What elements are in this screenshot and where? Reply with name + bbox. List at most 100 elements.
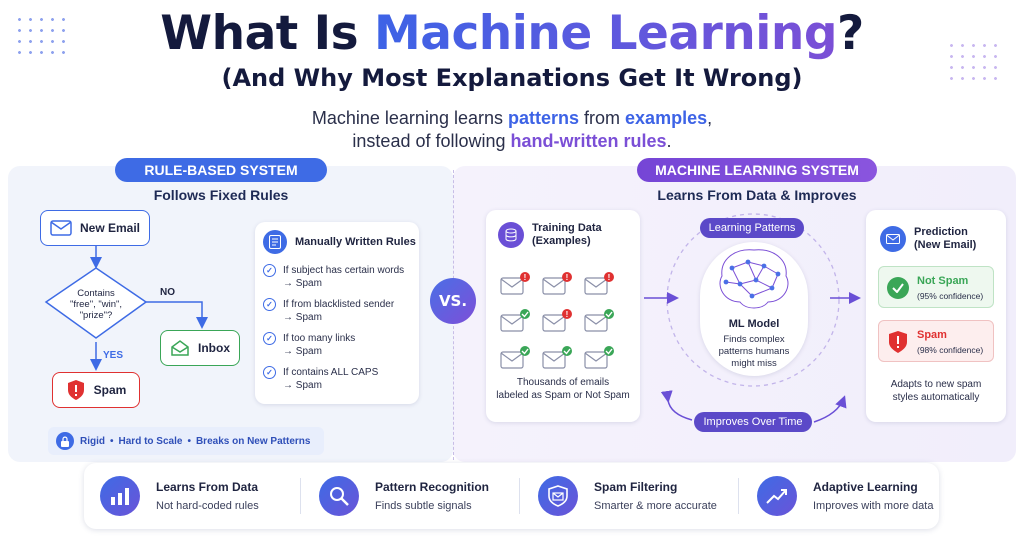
ok-email-icon	[584, 346, 626, 375]
prediction-card: Prediction (New Email) Not Spam (95% con…	[866, 210, 1006, 422]
svg-text:!: !	[608, 273, 611, 282]
rule-item: ✓ If too many links → Spam	[263, 332, 404, 358]
drawbacks-text: Rigid • Hard to Scale • Breaks on New Patter…	[80, 436, 310, 447]
tagline-line-2: instead of following hand-written rules.	[352, 131, 672, 151]
document-icon	[263, 230, 287, 254]
ml-pill: MACHINE LEARNING SYSTEM	[637, 158, 877, 182]
model-title: ML Model	[728, 318, 780, 330]
drawback-item: Hard to Scale	[118, 435, 183, 447]
learning-patterns-pill: Learning Patterns	[700, 218, 804, 238]
rule-based-pill: RULE-BASED SYSTEM	[115, 158, 327, 182]
spam-email-icon: !	[500, 272, 542, 301]
check-circle-icon: ✓	[263, 332, 276, 345]
feature-separator	[300, 478, 301, 514]
database-icon	[498, 222, 524, 248]
prediction-caption: Adapts to new spam styles automatically	[890, 379, 982, 403]
flowchart-connectors	[44, 246, 208, 371]
rules-list: ✓ If subject has certain words → Spam ✓ If f…	[263, 264, 404, 400]
email-grid: !!!!	[500, 272, 626, 375]
spam-prediction-label: Spam	[917, 329, 947, 341]
check-circle-icon: ✓	[263, 298, 276, 311]
magnifier-icon	[319, 476, 359, 516]
not-spam-result: Not Spam (95% confidence)	[878, 266, 994, 308]
mail-icon	[880, 226, 906, 252]
rule-condition: If too many links	[283, 333, 356, 344]
inbox-icon	[171, 340, 189, 356]
bullet-separator: •	[187, 435, 191, 447]
ml-model-card	[700, 242, 808, 376]
spam-email-icon: !	[584, 272, 626, 301]
feature-subtitle: Improves with more data	[813, 500, 934, 512]
feature-separator	[519, 478, 520, 514]
rule-condition: If from blacklisted sender	[283, 299, 395, 310]
yes-label: YES	[103, 350, 124, 361]
drawback-item: Breaks on New Patterns	[195, 435, 311, 447]
spam-confidence: (98% confidence)	[917, 345, 984, 355]
ok-email-icon	[500, 309, 542, 338]
spam-email-icon: !	[542, 309, 584, 338]
inbox-label: Inbox	[198, 341, 230, 355]
svg-text:!: !	[566, 273, 569, 282]
prediction-title: Prediction (New Email)	[914, 226, 977, 251]
decorative-dots	[946, 40, 1002, 80]
drawback-item: Rigid	[80, 435, 105, 447]
new-email-label: New Email	[79, 221, 141, 235]
mail-icon	[50, 220, 72, 236]
no-label: NO	[160, 287, 175, 298]
svg-text:!: !	[566, 310, 569, 319]
brain-network-icon	[719, 249, 789, 309]
feature-separator	[738, 478, 739, 514]
rule-condition: If subject has certain words	[283, 265, 405, 276]
spam-node: Spam	[52, 372, 140, 408]
feature-title: Adaptive Learning	[813, 480, 918, 494]
shield-mail-icon	[538, 476, 578, 516]
decision-diamond	[44, 267, 148, 339]
page-subtitle: (And Why Most Explanations Get It Wrong)	[221, 64, 803, 92]
spam-label: Spam	[93, 383, 127, 397]
rule-outcome: → Spam	[283, 380, 322, 391]
rules-card: Manually Written Rules ✓ If subject has c…	[255, 222, 419, 404]
feature-title: Learns From Data	[156, 480, 259, 494]
improves-pill: Improves Over Time	[694, 412, 812, 432]
rule-outcome: → Spam	[283, 346, 322, 357]
check-icon	[887, 277, 909, 299]
rule-item: ✓ If from blacklisted sender → Spam	[263, 298, 404, 324]
lock-icon	[56, 432, 74, 450]
page-title: What Is Machine Learning?	[160, 6, 864, 61]
check-circle-icon: ✓	[263, 264, 276, 277]
svg-text:!: !	[524, 273, 527, 282]
shield-alert-icon	[889, 331, 907, 353]
rule-item: ✓ If subject has certain words → Spam	[263, 264, 404, 290]
spam-email-icon: !	[542, 272, 584, 301]
bar-chart-icon	[100, 476, 140, 516]
ml-flow-connectors	[644, 213, 861, 423]
rule-outcome: → Spam	[283, 312, 322, 323]
ml-subtitle: Learns From Data & Improves	[657, 187, 857, 203]
rule-outcome: → Spam	[283, 278, 322, 289]
check-circle-icon: ✓	[263, 366, 276, 379]
rules-title: Manually Written Rules	[295, 236, 416, 248]
training-data-card: Training Data (Examples) !!!! Thousands …	[486, 210, 640, 422]
tagline-line-1: Machine learning learns patterns from ex…	[311, 108, 713, 128]
training-caption: Thousands of emails labeled as Spam or N…	[496, 377, 630, 401]
not-spam-confidence: (95% confidence)	[917, 291, 984, 301]
feature-title: Pattern Recognition	[375, 480, 490, 494]
feature-subtitle: Smarter & more accurate	[594, 500, 717, 512]
model-description: Finds complex patterns humans might miss	[718, 334, 790, 369]
new-email-node: New Email	[40, 210, 150, 246]
ok-email-icon	[584, 309, 626, 338]
shield-alert-icon	[67, 380, 84, 400]
bullet-separator: •	[110, 435, 114, 447]
spam-result: Spam (98% confidence)	[878, 320, 994, 362]
decorative-dots	[14, 14, 70, 54]
rule-item: ✓If contains ALL CAPS→ Spam	[263, 366, 404, 392]
inbox-node: Inbox	[160, 330, 240, 366]
trend-up-icon	[757, 476, 797, 516]
not-spam-label: Not Spam	[917, 275, 969, 287]
